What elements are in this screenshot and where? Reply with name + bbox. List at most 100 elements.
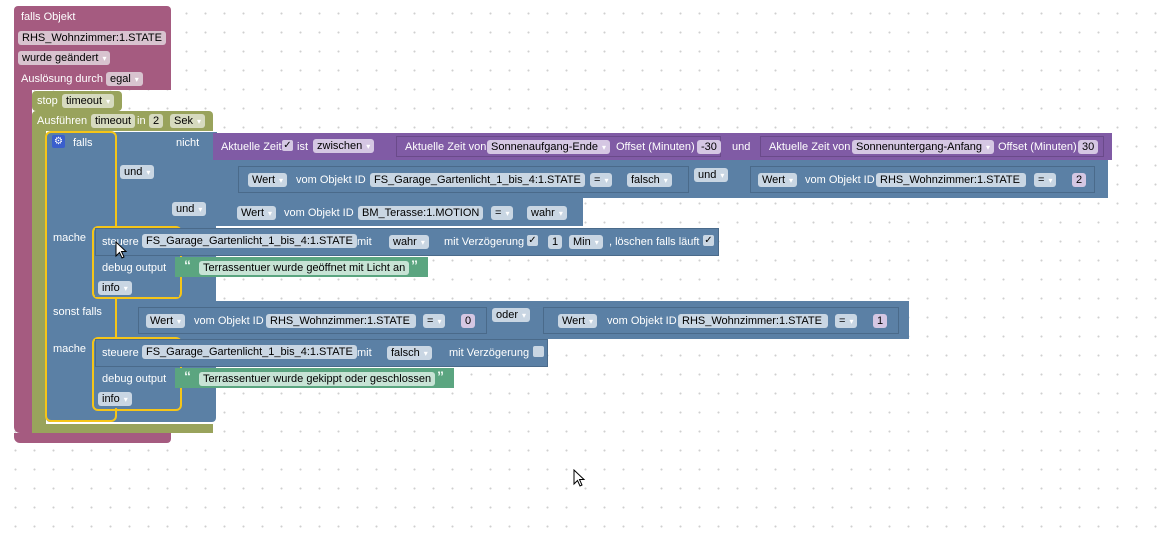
- wert-dropdown-2[interactable]: Wert▾: [758, 173, 798, 187]
- control-value-dropdown-2[interactable]: falsch▾: [387, 346, 432, 360]
- compare-block-1[interactable]: [238, 166, 689, 193]
- quote-open-icon: “: [184, 368, 191, 384]
- und-dropdown-3[interactable]: und▾: [694, 168, 729, 182]
- op-value: =: [839, 315, 846, 327]
- control-label: steuere: [102, 347, 139, 359]
- mouse-cursor-icon: [115, 241, 128, 259]
- clear-running-label: , löschen falls läuft: [609, 236, 700, 248]
- nicht-label: nicht: [176, 137, 200, 149]
- chevron-down-icon: ▾: [420, 238, 425, 247]
- und-dropdown-2[interactable]: und▾: [172, 202, 207, 216]
- elseif-object-id-2[interactable]: RHS_Wohnzimmer:1.STATE: [678, 314, 828, 328]
- trigger-block-bottom: [14, 433, 171, 443]
- und-dropdown-1[interactable]: und▾: [120, 165, 155, 179]
- elseif-op-dropdown-1[interactable]: =▾: [423, 314, 446, 328]
- trigger-condition-dropdown[interactable]: wurde geändert▾: [18, 51, 111, 65]
- debug-level-value: info: [102, 282, 120, 294]
- object-id-field-3[interactable]: BM_Terasse:1.MOTION: [358, 206, 484, 220]
- trigger-by-label: Auslösung durch: [21, 73, 103, 85]
- timeout-value-field[interactable]: 2: [149, 114, 164, 128]
- timeout-unit-value: Sek: [174, 115, 193, 127]
- op-dropdown-2[interactable]: =▾: [1034, 173, 1057, 187]
- debug-text-field-2[interactable]: Terrassentuer wurde gekippt oder geschlo…: [199, 372, 436, 386]
- delay-label: mit Verzögerung: [449, 347, 530, 359]
- op-dropdown-3[interactable]: =▾: [491, 206, 514, 220]
- time-to-value: Sonnenuntergang-Anfang: [856, 141, 982, 153]
- control-value-dropdown[interactable]: wahr▾: [389, 235, 429, 249]
- chevron-down-icon: ▾: [720, 171, 725, 180]
- number-field-2[interactable]: 2: [1072, 173, 1087, 187]
- elseif-compare-block-1[interactable]: [138, 307, 487, 334]
- delay-checkbox[interactable]: ✓: [527, 235, 538, 246]
- op-value: =: [1038, 174, 1045, 186]
- chevron-down-icon: ▾: [589, 317, 594, 326]
- clear-running-checkbox[interactable]: ✓: [703, 235, 714, 246]
- offset-field-2[interactable]: 30: [1078, 140, 1099, 154]
- vom-objekt-label: vom Objekt ID: [607, 315, 677, 327]
- wert-value: Wert: [252, 174, 276, 186]
- debug-level-dropdown-2[interactable]: info▾: [98, 392, 132, 406]
- elseif-number-1[interactable]: 0: [461, 314, 476, 328]
- chevron-down-icon: ▾: [522, 311, 527, 320]
- trigger-object-id-field[interactable]: RHS_Wohnzimmer:1.STATE: [18, 31, 166, 45]
- control-object-id[interactable]: FS_Garage_Gartenlicht_1_bis_4:1.STATE: [142, 234, 357, 248]
- offset-field-1[interactable]: -30: [697, 140, 721, 154]
- op-value: =: [495, 207, 502, 219]
- value-value: wahr: [531, 207, 555, 219]
- elseif-number-2[interactable]: 1: [873, 314, 888, 328]
- time-to-block[interactable]: [760, 136, 1104, 157]
- delay-value-field[interactable]: 1: [548, 235, 563, 249]
- value-dropdown-1[interactable]: falsch▾: [627, 173, 672, 187]
- control-value: wahr: [393, 236, 417, 248]
- wert-value: Wert: [150, 315, 174, 327]
- wert-dropdown-3[interactable]: Wert▾: [237, 206, 277, 220]
- chevron-down-icon: ▾: [123, 284, 128, 293]
- debug-text-field[interactable]: Terrassentuer wurde geöffnet mit Licht a…: [199, 261, 410, 275]
- elseif-wert-dropdown-2[interactable]: Wert▾: [558, 314, 598, 328]
- debug-label: debug output: [102, 373, 167, 385]
- elseif-object-id-1[interactable]: RHS_Wohnzimmer:1.STATE: [266, 314, 416, 328]
- debug-level-value: info: [102, 393, 120, 405]
- chevron-down-icon: ▾: [849, 317, 854, 326]
- compare-block-2[interactable]: [750, 166, 1095, 193]
- und-value: und: [698, 169, 717, 181]
- control-object-id-2[interactable]: FS_Garage_Gartenlicht_1_bis_4:1.STATE: [142, 345, 357, 359]
- timeout-name-field[interactable]: timeout: [91, 114, 136, 128]
- op-dropdown-1[interactable]: =▾: [590, 173, 613, 187]
- value-dropdown-3[interactable]: wahr▾: [527, 206, 567, 220]
- object-id-field-2[interactable]: RHS_Wohnzimmer:1.STATE: [876, 173, 1026, 187]
- gear-icon[interactable]: ⚙: [52, 135, 65, 148]
- mache-label-2: mache: [53, 343, 87, 355]
- wert-value: Wert: [762, 174, 786, 186]
- chevron-down-icon: ▾: [196, 117, 201, 126]
- falls-label: falls: [73, 137, 93, 149]
- stop-timeout-dropdown[interactable]: timeout▾: [62, 94, 115, 108]
- delay-unit-value: Min: [573, 236, 591, 248]
- chevron-down-icon: ▾: [279, 176, 284, 185]
- delay-checkbox-2[interactable]: [533, 346, 544, 357]
- elseif-wert-dropdown-1[interactable]: Wert▾: [146, 314, 186, 328]
- chevron-down-icon: ▾: [789, 176, 794, 185]
- trigger-block[interactable]: [14, 6, 171, 90]
- wert-value: Wert: [562, 315, 586, 327]
- offset-label-2: Offset (Minuten): [998, 141, 1077, 153]
- oder-dropdown[interactable]: oder▾: [492, 308, 531, 322]
- wert-dropdown-1[interactable]: Wert▾: [248, 173, 288, 187]
- vom-objekt-label: vom Objekt ID: [805, 174, 875, 186]
- elseif-compare-block-2[interactable]: [543, 307, 899, 334]
- time-to-dropdown[interactable]: Sonnenuntergang-Anfang▾: [852, 140, 995, 154]
- object-id-field-1[interactable]: FS_Garage_Gartenlicht_1_bis_4:1.STATE: [370, 173, 585, 187]
- timeout-unit-dropdown[interactable]: Sek▾: [170, 114, 205, 128]
- delay-unit-dropdown[interactable]: Min▾: [569, 235, 603, 249]
- chevron-down-icon: ▾: [604, 176, 609, 185]
- time-checkbox[interactable]: ✓: [282, 140, 293, 151]
- elseif-op-dropdown-2[interactable]: =▾: [835, 314, 858, 328]
- offset-label-1: Offset (Minuten): [616, 141, 695, 153]
- time-op-dropdown[interactable]: zwischen▾: [313, 139, 375, 153]
- quote-close-icon: ”: [411, 257, 418, 273]
- time-from-dropdown[interactable]: Sonnenaufgang-Ende▾: [487, 140, 611, 154]
- trigger-by-dropdown[interactable]: egal▾: [106, 72, 143, 86]
- debug-level-dropdown[interactable]: info▾: [98, 281, 132, 295]
- trigger-title: falls Objekt: [21, 11, 76, 23]
- und-value: und: [176, 203, 195, 215]
